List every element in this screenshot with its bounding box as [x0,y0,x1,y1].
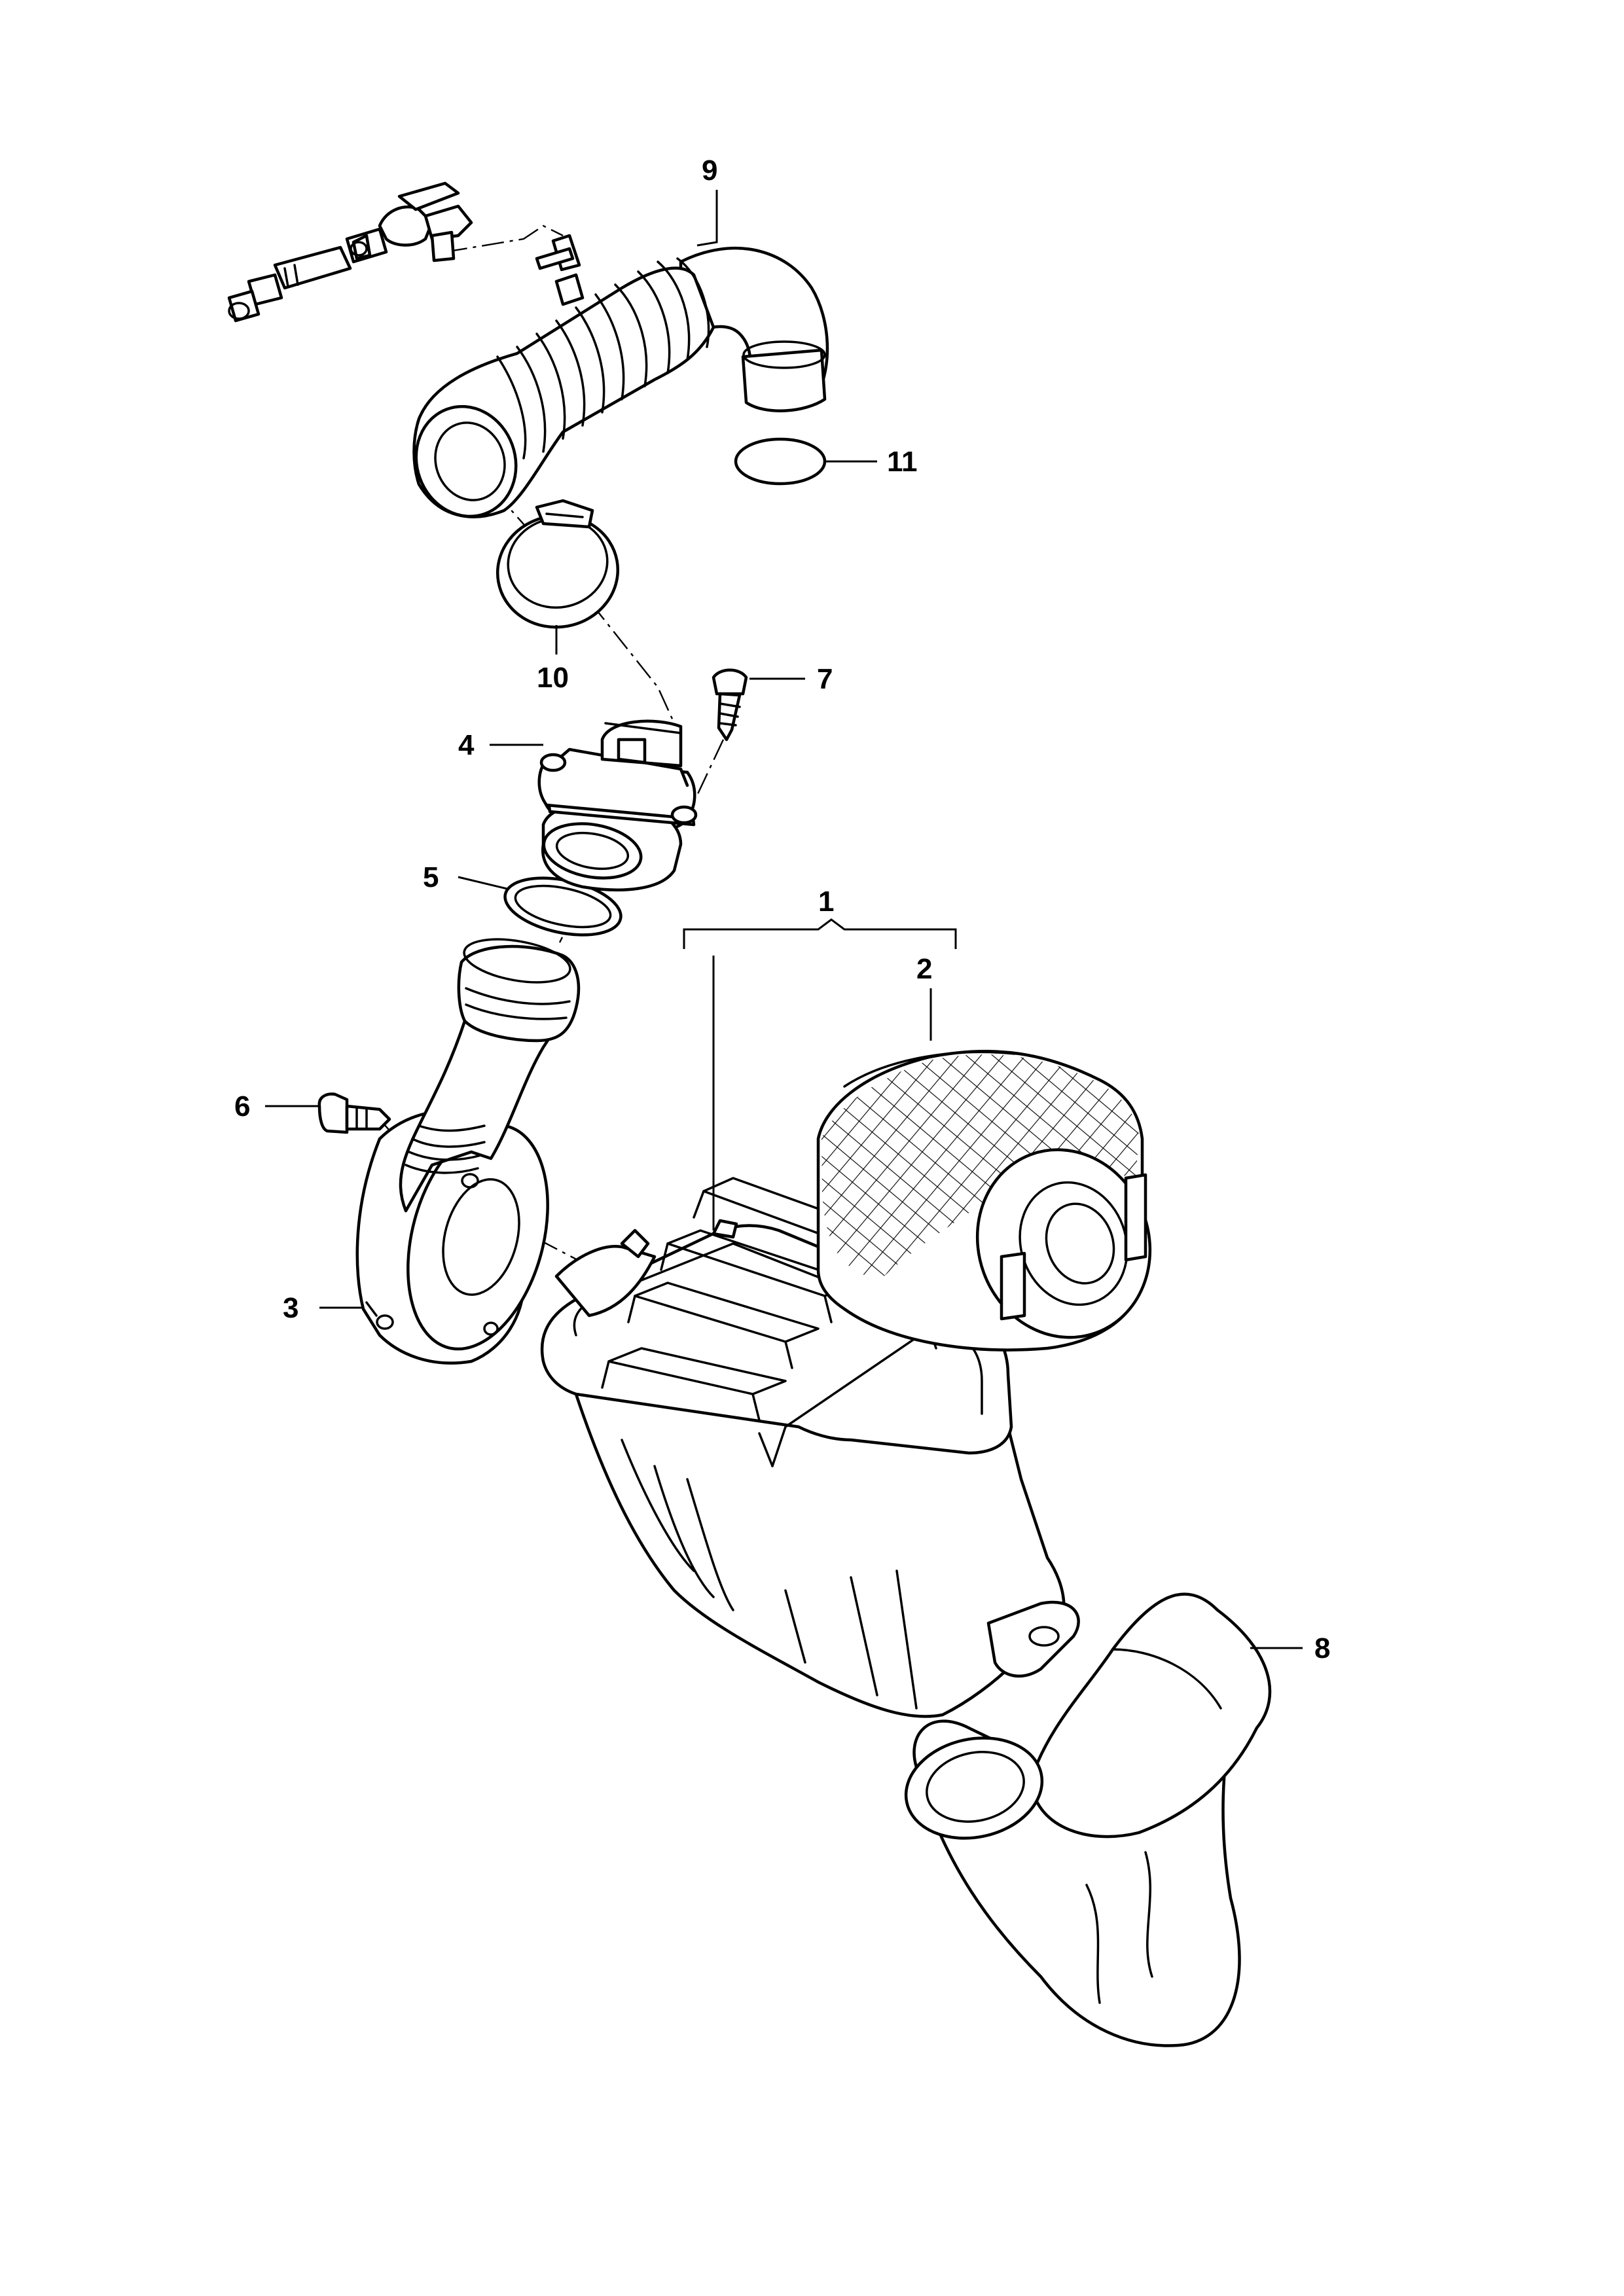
callout-3: 3 [283,1292,298,1324]
hose-clamp-part-10 [496,499,620,629]
intake-duct-part-8 [904,1592,1272,2047]
callout-10: 10 [537,662,569,694]
callout-2: 2 [916,953,932,985]
callout-4: 4 [458,729,475,761]
air-filter-housing-part-1 [540,1177,1080,1718]
seal-ring-part-11 [734,437,827,486]
callout-9: 9 [702,154,717,187]
callout-7: 7 [817,663,833,695]
corrugated-hose-part-9 [227,181,829,518]
intake-hose [399,938,581,1213]
callout-5: 5 [423,861,439,893]
leader-lines [265,190,1303,1649]
screw-part-7 [712,668,748,742]
filter-element-part-2 [816,1049,1152,1352]
callout-8: 8 [1314,1632,1330,1664]
callout-11: 11 [887,446,918,478]
callout-1: 1 [818,886,834,918]
air-flow-sensor-part-4 [537,719,698,891]
intake-flange-part-3 [355,1109,549,1365]
screw-part-6 [317,1092,391,1134]
callout-labels: 1 2 3 4 5 6 7 8 9 10 11 [234,154,1330,1664]
callout-6: 6 [234,1090,250,1122]
